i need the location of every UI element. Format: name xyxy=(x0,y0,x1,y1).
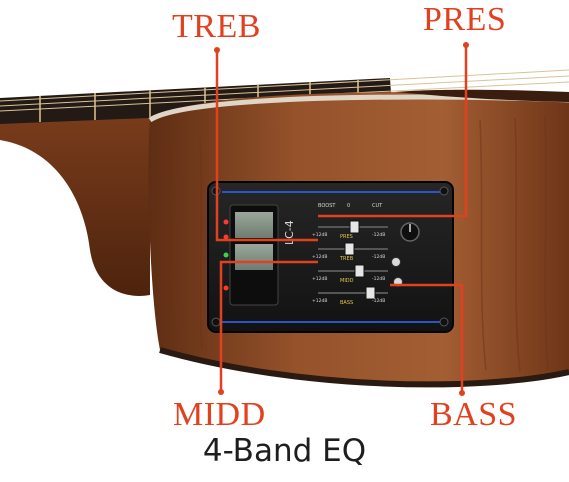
svg-text:BASS: BASS xyxy=(340,300,353,306)
panel-screw-tr xyxy=(439,186,449,196)
led-red-1 xyxy=(223,219,229,225)
callout-presence: PRES xyxy=(423,1,507,38)
preamp-boost-label: BOOST xyxy=(318,203,336,209)
callout-leader-lines xyxy=(215,45,468,393)
svg-text:+12dB: +12dB xyxy=(312,276,327,282)
tuner-lcd-bottom xyxy=(235,244,273,270)
panel-screw-bl xyxy=(211,317,221,327)
preamp-cut-label: CUT xyxy=(372,203,383,209)
svg-text:-12dB: -12dB xyxy=(372,298,385,304)
led-red-3 xyxy=(223,285,229,291)
slider-treble[interactable]: +12dB -12dB TREB xyxy=(312,242,388,262)
leader-bass xyxy=(390,283,464,393)
slider-bass[interactable]: +12dB -12dB BASS xyxy=(312,286,388,306)
callout-dots xyxy=(214,42,469,396)
neck-heel xyxy=(0,108,150,296)
panel-screw-br xyxy=(439,317,449,327)
svg-text:+12dB: +12dB xyxy=(312,254,327,260)
caption-4-band-eq: 4-Band EQ xyxy=(202,433,367,469)
eq-sliders: +12dB -12dB PRES +12dB -12dB TREB +12dB … xyxy=(312,220,388,306)
soundhole-edge xyxy=(395,89,569,102)
svg-text:MIDD: MIDD xyxy=(340,278,354,284)
leader-treble xyxy=(215,50,318,242)
svg-text:-12dB: -12dB xyxy=(372,276,385,282)
leader-presence xyxy=(318,45,468,218)
svg-text:+12dB: +12dB xyxy=(312,298,327,304)
tuner-lcd-top xyxy=(235,212,273,238)
svg-text:TREB: TREB xyxy=(339,256,354,262)
wood-grain xyxy=(174,114,549,373)
leader-middle xyxy=(219,260,318,392)
body-binding-bottom xyxy=(159,347,569,388)
tuner-button[interactable] xyxy=(391,257,401,267)
callout-middle: MIDD xyxy=(173,396,266,433)
led-green xyxy=(223,252,229,258)
svg-text:-12dB: -12dB xyxy=(372,254,385,260)
svg-text:PRES: PRES xyxy=(340,234,353,240)
slider-middle[interactable]: +12dB -12dB MIDD xyxy=(312,264,388,284)
callout-treble: TREB xyxy=(172,8,261,45)
preamp-zero-label: 0 xyxy=(347,203,350,209)
svg-text:+12dB: +12dB xyxy=(312,232,327,238)
preamp-model-label: LC-4 xyxy=(283,220,296,245)
led-red-2 xyxy=(223,234,229,240)
svg-text:-12dB: -12dB xyxy=(372,232,385,238)
callout-bass: BASS xyxy=(430,396,518,433)
slider-presence[interactable]: +12dB -12dB PRES xyxy=(312,220,388,240)
